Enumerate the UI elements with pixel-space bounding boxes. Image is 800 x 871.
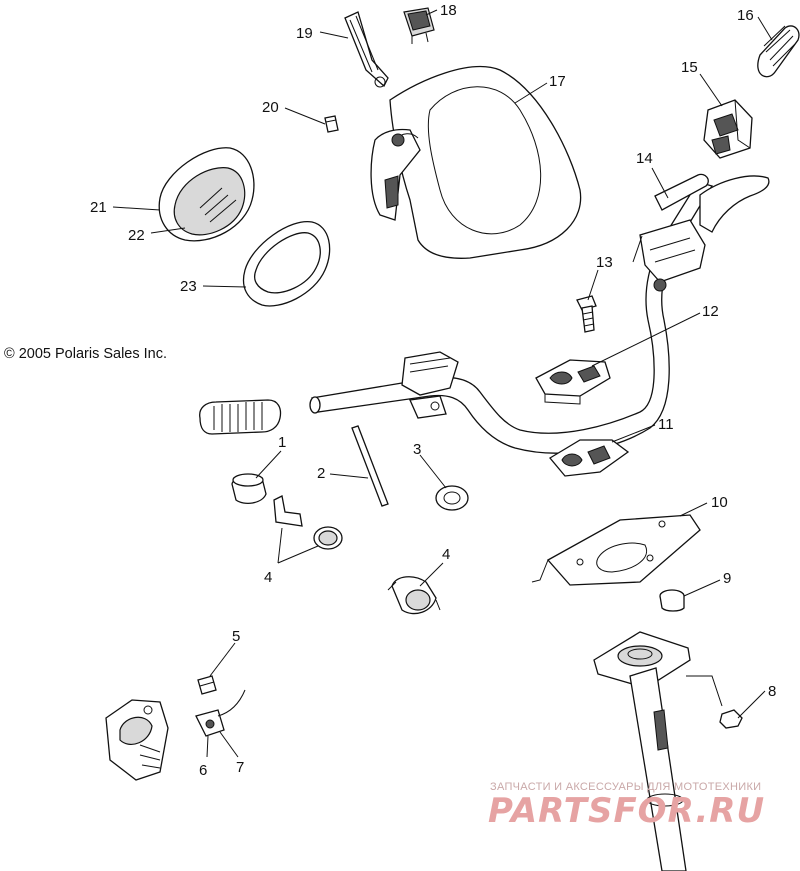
callout-7: 7 [236,759,244,776]
callout-22: 22 [128,227,145,244]
callout-5: 5 [232,628,240,645]
callout-1: 1 [278,434,286,451]
part-23-trim-ring [242,221,331,307]
watermark-caption: ЗАПЧАСТИ И АКСЕССУАРЫ ДЛЯ МОТОТЕХНИКИ [490,781,761,793]
part-6-7-ignition-switch [105,689,246,781]
callout-23: 23 [180,278,197,295]
callout-19: 19 [296,25,313,42]
callout-3: 3 [413,441,421,458]
part-16-hand-grip [757,25,800,78]
part-10-bracket-plate [531,514,701,586]
part-12-upper-clamp [535,359,611,405]
left-hand-grip [199,399,282,435]
callout-11: 11 [658,416,674,433]
part-19-wire-harness [344,11,389,88]
part-21-22-gauge-housing [158,147,255,242]
watermark-logo: PARTSFOR.RU [488,791,765,831]
callout-8: 8 [768,683,776,700]
part-20-screw [324,115,339,133]
callout-20: 20 [262,99,279,116]
steering-post [593,631,723,871]
callout-14: 14 [636,150,653,167]
callout-21: 21 [90,199,107,216]
part-2-pin [351,425,389,507]
part-17-headlight-pod [370,66,582,259]
callout-16: 16 [737,7,754,24]
callout-2: 2 [317,465,325,482]
part-11-lower-clamp [549,439,630,477]
callout-9: 9 [723,570,731,587]
part-5-screw [197,675,217,695]
callout-6: 6 [199,762,207,779]
callout-labels: 19 18 16 15 17 20 21 22 23 14 13 12 11 1… [90,2,776,779]
part-4-bulb-socket [387,576,441,615]
callout-4-left: 4 [264,569,272,586]
watermark: ЗАПЧАСТИ И АКСЕССУАРЫ ДЛЯ МОТОТЕХНИКИ PA… [488,781,765,831]
callout-4-right: 4 [442,546,450,563]
callout-17: 17 [549,73,566,90]
callout-12: 12 [702,303,719,320]
part-13-bolt [576,295,597,333]
part-15-control-housing [703,99,753,159]
part-9-bushing [659,589,685,612]
copyright-notice: © 2005 Polaris Sales Inc. [4,346,167,362]
part-3-grommet [435,485,469,511]
handlebar [309,173,770,454]
callout-18: 18 [440,2,457,19]
callout-15: 15 [681,59,698,76]
leader-lines [112,9,773,758]
part-1-plug [231,473,267,505]
callout-13: 13 [596,254,613,271]
callout-10: 10 [711,494,728,511]
part-4-clip-and-cap [273,495,343,550]
part-8-nut [719,709,743,729]
